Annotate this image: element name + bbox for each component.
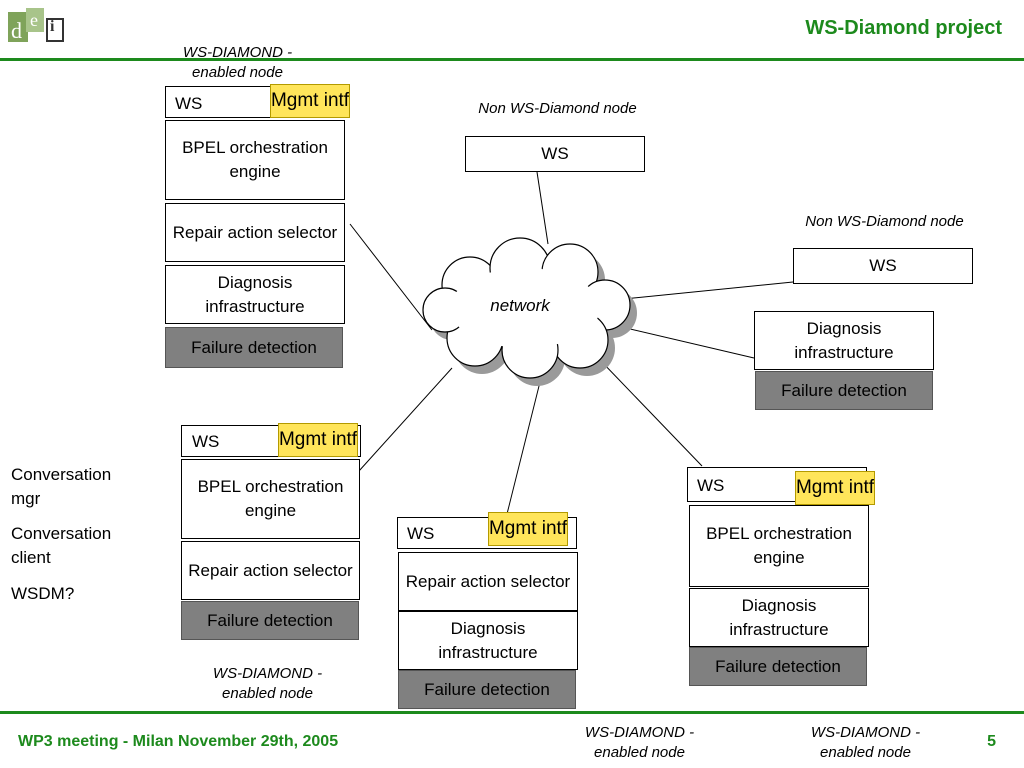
side-note-conversation-client: Conversation client xyxy=(11,524,112,567)
node2-failure-detection: Failure detection xyxy=(181,601,359,640)
node1-bpel-engine: BPEL orchestration engine xyxy=(165,120,345,200)
side-note-conversation-mgr: Conversation mgr xyxy=(11,465,112,508)
logo-letter-e: e xyxy=(30,10,38,30)
node3-mgmt-interface: Mgmt intf xyxy=(488,512,568,546)
node4-failure-detection: Failure detection xyxy=(689,647,867,686)
node1-caption: WS-DIAMOND - enabled node xyxy=(182,44,293,81)
node1-repair-selector: Repair action selector xyxy=(165,203,345,262)
node1-ws-label: WS xyxy=(175,94,203,113)
logo-letter-i: i xyxy=(50,18,55,35)
logo-letter-d: d xyxy=(11,18,22,43)
footer-rule xyxy=(0,711,1024,714)
node4-mgmt-interface: Mgmt intf xyxy=(795,471,875,505)
node4-diagnosis-infrastructure: Diagnosis infrastructure xyxy=(689,588,869,647)
node3-repair-selector: Repair action selector xyxy=(398,552,578,611)
node3-ws-label: WS xyxy=(407,524,435,543)
node2-ws-label: WS xyxy=(192,432,220,451)
non-node-top-ws: WS xyxy=(465,136,645,172)
slide-title: WS-Diamond project xyxy=(805,17,1002,39)
page-number: 5 xyxy=(987,733,996,750)
node4-bpel-engine: BPEL orchestration engine xyxy=(689,505,869,587)
node2-mgmt-interface: Mgmt intf xyxy=(278,423,358,457)
right-node-failure-detection: Failure detection xyxy=(755,371,933,410)
non-node-right-ws: WS xyxy=(793,248,973,284)
node4-caption: WS-DIAMOND - enabled node xyxy=(810,724,921,761)
node2-bpel-engine: BPEL orchestration engine xyxy=(181,459,360,539)
node3-caption: WS-DIAMOND - enabled node xyxy=(584,724,695,761)
header-rule xyxy=(0,58,1024,61)
right-node-diagnosis-infrastructure: Diagnosis infrastructure xyxy=(754,311,934,370)
node1-mgmt-interface: Mgmt intf xyxy=(270,84,350,118)
node1-diagnosis-infrastructure: Diagnosis infrastructure xyxy=(165,265,345,324)
node2-repair-selector: Repair action selector xyxy=(181,541,360,600)
node2-caption: WS-DIAMOND - enabled node xyxy=(212,665,323,702)
node4-ws-label: WS xyxy=(697,476,725,495)
side-note-wsdm: WSDM? xyxy=(11,584,75,603)
node3-failure-detection: Failure detection xyxy=(398,670,576,709)
node3-diagnosis-infrastructure: Diagnosis infrastructure xyxy=(398,611,578,670)
dei-logo: d e i xyxy=(8,8,64,44)
footer-meeting: WP3 meeting - Milan November 29th, 2005 xyxy=(18,733,339,750)
node1-failure-detection: Failure detection xyxy=(165,327,343,368)
non-node-top-caption: Non WS-Diamond node xyxy=(478,100,637,117)
network-label: network xyxy=(490,296,550,315)
non-node-right-caption: Non WS-Diamond node xyxy=(805,213,964,230)
